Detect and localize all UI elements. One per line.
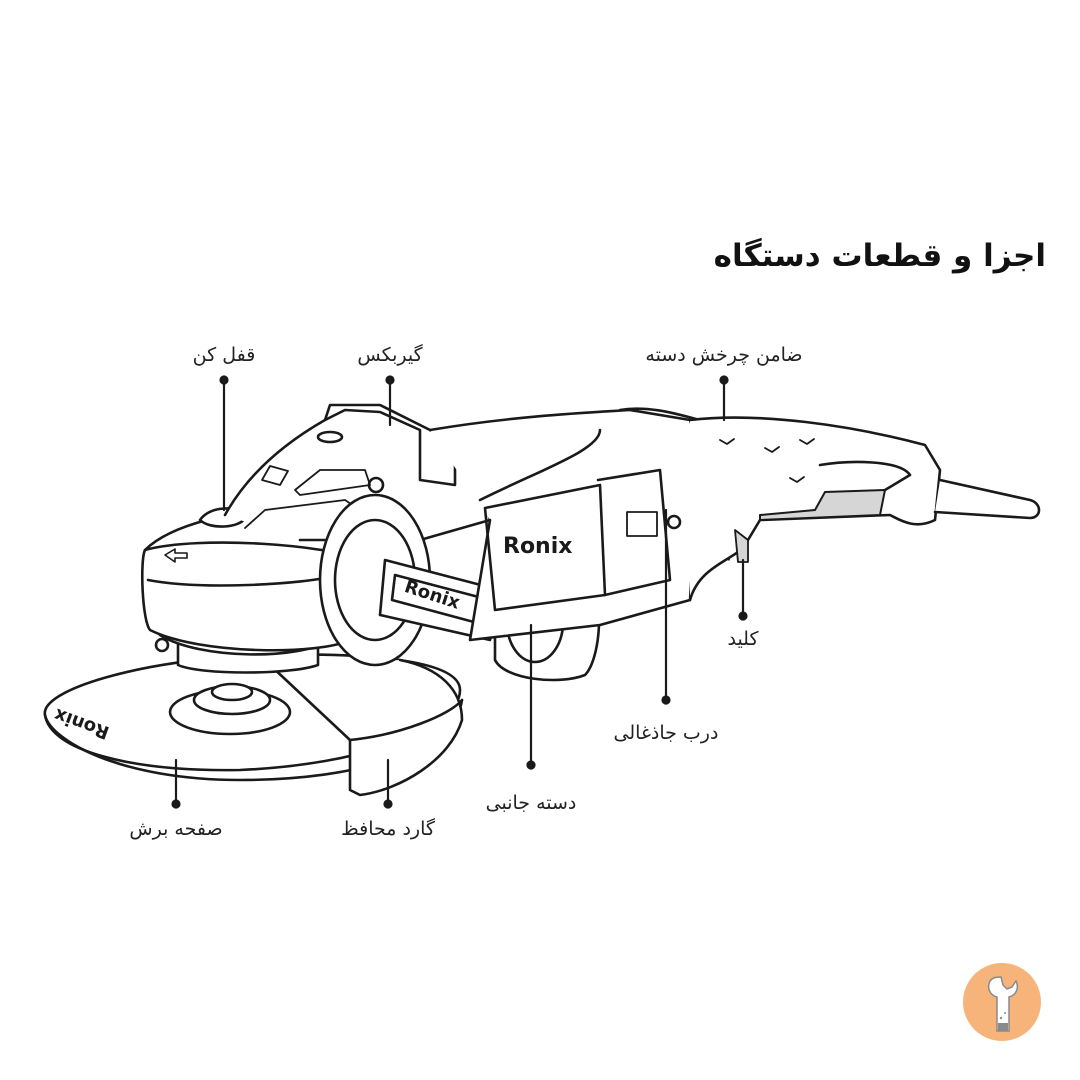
label-lock-button: قفل کن (192, 344, 256, 366)
label-protective-guard: گارد محافظ (341, 818, 435, 840)
label-handle-rotation-lock: ضامن چرخش دسته (645, 344, 803, 366)
wrench-icon (987, 976, 1019, 1032)
gear-head (140, 403, 492, 674)
rear-handle (688, 416, 1041, 602)
protective-guard (268, 658, 464, 797)
svg-text:Ronix: Ronix (503, 534, 572, 559)
logo-badge (963, 963, 1041, 1041)
leader-lines (171, 375, 748, 809)
label-brush-cover: درب جاذغالی (613, 722, 719, 744)
label-cutting-disc: صفحه برش (129, 818, 223, 840)
label-switch: کلید (727, 628, 759, 650)
motor-housing: Ronix (428, 407, 737, 642)
page-title: اجزا و قطعات دستگاه (713, 238, 1046, 274)
label-side-handle: دسته جانبی (485, 792, 577, 814)
label-gearbox: گیربکس (357, 344, 423, 366)
